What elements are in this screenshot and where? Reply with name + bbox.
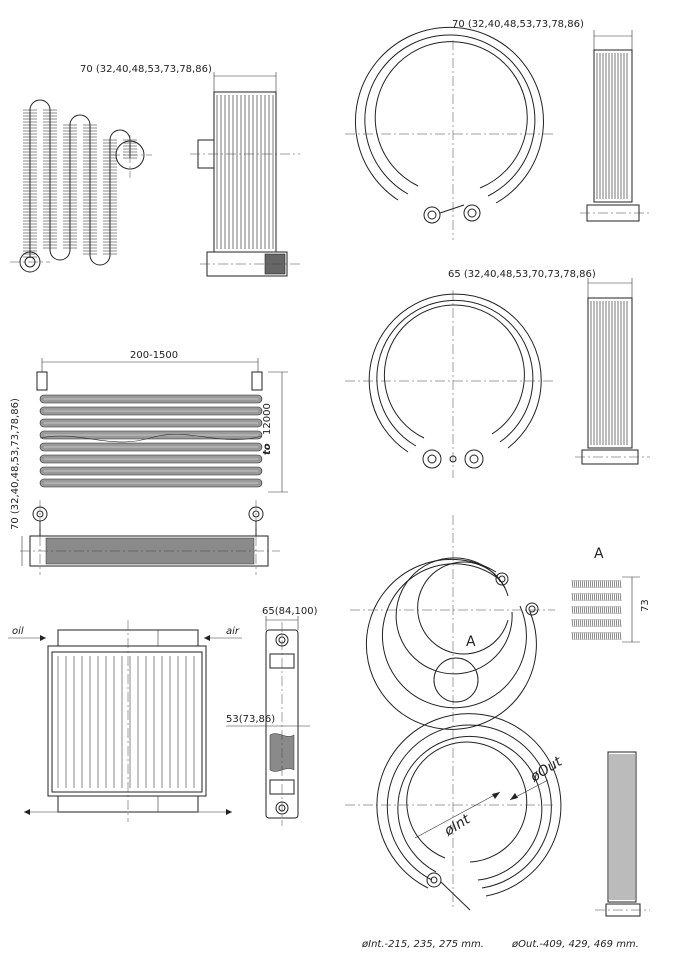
spiral-coil-3-front-view: A [350, 515, 555, 730]
dim-core-cooler: 53(73,86) [226, 714, 275, 725]
label-d-inner: øInt [441, 811, 474, 840]
dim-width-horizontal: 70 (32,40,48,53,73,78,86) [10, 398, 21, 530]
dim-width-spiral-2: 65 (32,40,48,53,70,73,78,86) [448, 269, 596, 280]
detail-a-title: A [594, 546, 604, 562]
dim-height-value: 12000 [262, 403, 273, 435]
dim-depth-cooler: 65(84,100) [262, 606, 318, 617]
detail-marker-a: A [466, 634, 476, 650]
dim-height-prefix: to [262, 443, 273, 455]
oil-air-cooler-side-view: 65(84,100) 53(73,86) [226, 606, 318, 826]
spiral-coil-4-side-view [595, 751, 650, 917]
spiral-coil-2-side-view: 65 (32,40,48,53,70,73,78,86) [448, 269, 650, 465]
spiral-coil-2-front-view [345, 290, 555, 478]
dim-width-coil: 70 (32,40,48,53,73,78,86) [80, 64, 212, 75]
dim-detail-a: 73 [640, 599, 651, 612]
label-oil: oil [12, 626, 24, 637]
spiral-coil-1-front-view [345, 26, 555, 240]
footer-outer-diameters: øOut.-409, 429, 469 mm. [511, 939, 639, 950]
spiral-coil-4-front-view: øInt øOut [345, 712, 565, 911]
serpentine-coil-side-view: 70 (32,40,48,53,73,78,86) [80, 64, 300, 277]
footer-inner-diameters: øInt.-215, 235, 275 mm. [361, 939, 484, 950]
horizontal-serpentine-front-view: 200-1500 to 12000 [36, 350, 288, 493]
detail-a-view: A 73 [571, 546, 651, 643]
spiral-coil-1-side-view: 70 (32,40,48,53,73,78,86) [452, 19, 650, 222]
oil-air-cooler-front-view: oil air [8, 620, 242, 822]
dim-width-spiral-1: 70 (32,40,48,53,73,78,86) [452, 19, 584, 30]
dim-length: 200-1500 [130, 350, 178, 361]
label-air: air [226, 626, 240, 637]
horizontal-serpentine-side-view: 70 (32,40,48,53,73,78,86) [10, 398, 280, 575]
serpentine-coil-front-view [10, 99, 152, 273]
